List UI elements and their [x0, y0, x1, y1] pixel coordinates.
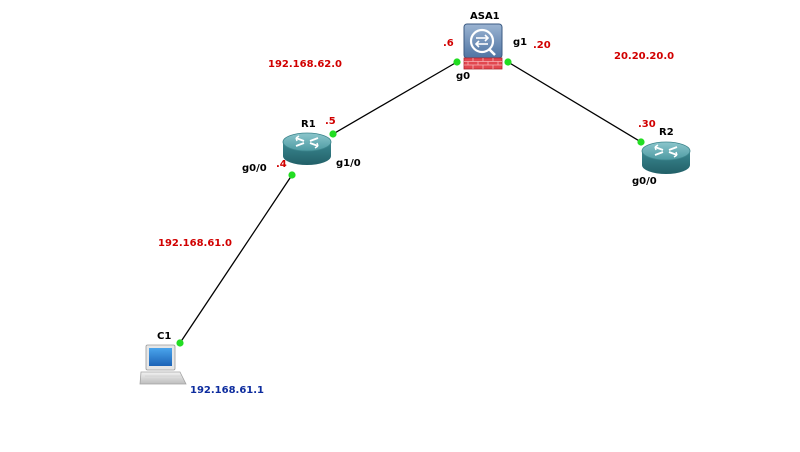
link-r1-asa1[interactable]: [332, 61, 458, 135]
port-dot[interactable]: [453, 58, 461, 66]
link-asa1-r2[interactable]: [507, 61, 642, 143]
router-icon[interactable]: [282, 132, 332, 165]
interface-label-r1-g1-0: g1/0: [336, 158, 361, 169]
port-dot[interactable]: [176, 339, 184, 347]
host-ip-c1: 192.168.61.1: [190, 385, 265, 396]
device-name-asa1: ASA1: [470, 11, 500, 22]
port-dots: [176, 58, 645, 347]
device-name-r1: R1: [301, 119, 316, 130]
network-label-c1-r1: 192.168.61.0: [158, 238, 233, 249]
port-dot[interactable]: [637, 138, 645, 146]
laptop-icon[interactable]: [139, 344, 187, 385]
device-name-r2: R2: [659, 127, 674, 138]
link-c1-r1[interactable]: [179, 174, 293, 344]
port-dot[interactable]: [504, 58, 512, 66]
interface-label-r1-g0-0: g0/0: [242, 163, 267, 174]
links: [179, 61, 642, 344]
host-octet-asa1-g0: .6: [443, 38, 454, 49]
port-dot[interactable]: [288, 171, 296, 179]
interface-label-asa1-g0: g0: [456, 71, 471, 82]
network-label-asa1-r2: 20.20.20.0: [614, 51, 675, 62]
host-octet-asa1-g1: .20: [533, 40, 551, 51]
network-label-r1-asa1: 192.168.62.0: [268, 59, 343, 70]
host-octet-r1-g1-0: .5: [325, 116, 336, 127]
router-icon[interactable]: [641, 141, 691, 174]
device-name-c1: C1: [157, 331, 172, 342]
interface-label-asa1-g1: g1: [513, 37, 528, 48]
interface-label-r2-g0-0: g0/0: [632, 176, 657, 187]
host-octet-r1-g0-0: .4: [276, 159, 287, 170]
firewall-icon[interactable]: [463, 23, 503, 70]
host-octet-r2-g0-0: .30: [638, 119, 656, 130]
port-dot[interactable]: [329, 130, 337, 138]
